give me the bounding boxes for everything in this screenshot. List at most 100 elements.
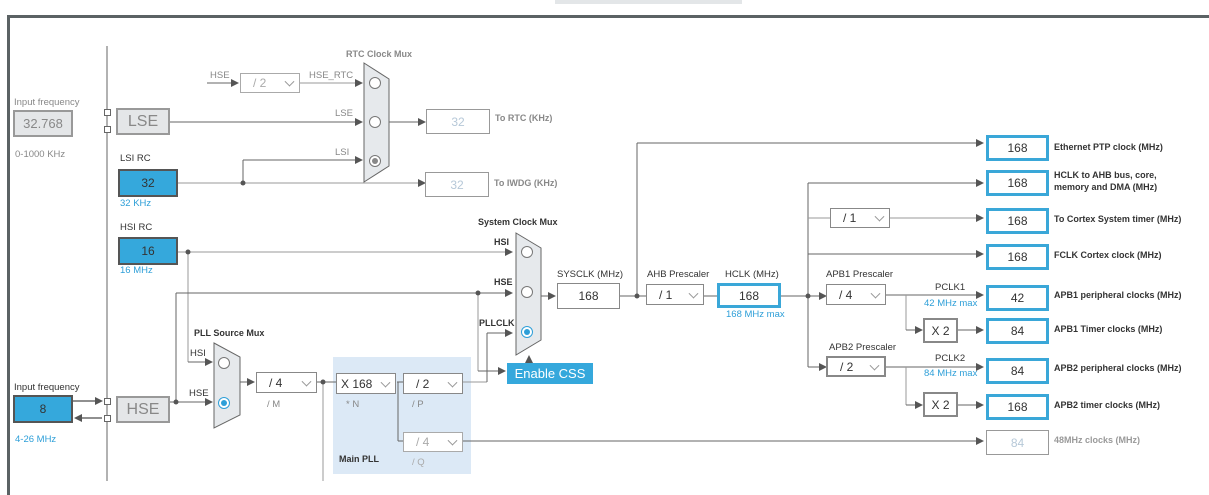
sysclk-label: SYSCLK (MHz): [557, 269, 623, 280]
output-ethernet-ptp[interactable]: 168: [986, 135, 1049, 161]
apb2-prescaler-value: / 2: [840, 359, 854, 374]
pll-n-multiplier[interactable]: X 168: [336, 373, 396, 394]
pll-q-value: / 4: [416, 435, 430, 449]
cortex-divider-value: / 1: [843, 211, 857, 225]
hsi-value: 16: [118, 237, 178, 265]
output-hclk-ahb-label: HCLK to AHB bus, core,: [1054, 170, 1157, 180]
output-48mhz-label: 48MHz clocks (MHz): [1054, 435, 1141, 445]
output-apb1-peripheral[interactable]: 42: [986, 285, 1049, 311]
rtc-output-value: 32: [426, 109, 490, 134]
output-apb2-timer[interactable]: 168: [986, 394, 1049, 420]
apb1-prescaler-select[interactable]: / 4: [826, 284, 886, 305]
chevron-down-icon: [874, 211, 885, 222]
chevron-down-icon: [688, 288, 699, 299]
pll-input-hsi: HSI: [190, 348, 206, 359]
output-apb2-peripheral[interactable]: 84: [986, 358, 1049, 384]
rtc-input-hse-rtc: HSE_RTC: [309, 70, 354, 81]
rtc-input-lsi: LSI: [335, 147, 350, 158]
rtc-radio-lse[interactable]: [369, 116, 381, 128]
chevron-down-icon: [869, 360, 880, 371]
pll-q-divider[interactable]: / 4: [403, 432, 463, 452]
pll-input-hse: HSE: [189, 388, 209, 399]
apb2-prescaler-select[interactable]: / 2: [826, 356, 886, 377]
output-hclk-ahb[interactable]: 168: [986, 170, 1049, 196]
sysclk-value: 168: [557, 283, 620, 309]
output-apb2-timer-label: APB2 timer clocks (MHz): [1054, 400, 1161, 410]
pll-m-label: / M: [267, 399, 281, 410]
lse-port-out: [104, 126, 111, 133]
pll-m-divider[interactable]: / 4: [256, 372, 317, 393]
top-tab-strip: [555, 0, 742, 4]
pll-radio-hsi[interactable]: [218, 357, 230, 369]
chevron-down-icon: [447, 377, 458, 388]
apb2-timer-multiplier: X 2: [923, 392, 958, 417]
sys-radio-pllclk[interactable]: [521, 326, 533, 338]
lsi-unit: 32 KHz: [120, 198, 152, 209]
rtc-hse-divider[interactable]: / 2: [240, 73, 300, 93]
main-pll-title: Main PLL: [339, 454, 379, 464]
hse-port-out: [104, 415, 111, 422]
sys-radio-hse[interactable]: [521, 286, 533, 298]
lse-range: 0-1000 KHz: [15, 149, 66, 160]
sys-input-pllclk: PLLCLK: [479, 318, 515, 328]
rtc-radio-hse-rtc[interactable]: [369, 77, 381, 89]
chevron-down-icon: [447, 435, 458, 446]
output-fclk-label: FCLK Cortex clock (MHz): [1054, 250, 1162, 260]
rtc-input-lse: LSE: [335, 108, 353, 119]
lse-input-label: Input frequency: [14, 97, 80, 108]
apb1-prescaler-value: / 4: [839, 287, 853, 302]
iwdg-output-label: To IWDG (KHz): [494, 178, 558, 188]
hsi-title: HSI RC: [120, 222, 153, 233]
rtc-hse-label: HSE: [210, 70, 230, 81]
pll-p-label: / P: [412, 399, 424, 410]
rtc-hse-divider-value: / 2: [253, 76, 267, 90]
hclk-max: 168 MHz max: [726, 309, 785, 320]
pll-n-label: * N: [346, 399, 360, 410]
cortex-timer-divider[interactable]: / 1: [830, 208, 890, 228]
pll-radio-hse[interactable]: [218, 397, 230, 409]
sys-radio-hsi[interactable]: [521, 246, 533, 258]
output-apb1-peripheral-label: APB1 peripheral clocks (MHz): [1054, 290, 1182, 300]
system-clock-mux-title: System Clock Mux: [478, 217, 558, 227]
chevron-down-icon: [301, 376, 312, 387]
output-48mhz: 84: [986, 430, 1049, 455]
rtc-output-label: To RTC (KHz): [495, 113, 553, 123]
apb1-timer-multiplier: X 2: [923, 318, 958, 343]
output-hclk-ahb-label2: memory and DMA (MHz): [1054, 182, 1158, 192]
pclk1-label: PCLK1: [935, 282, 966, 293]
hse-input-label: Input frequency: [14, 382, 80, 393]
lse-input-frequency[interactable]: 32.768: [13, 110, 73, 137]
pll-n-value: X 168: [341, 376, 373, 391]
sys-input-hsi: HSI: [494, 237, 510, 247]
hse-port-in: [104, 398, 111, 405]
hclk-input[interactable]: 168: [717, 283, 781, 308]
pll-source-mux-title: PLL Source Mux: [194, 328, 265, 338]
output-apb1-timer-label: APB1 Timer clocks (MHz): [1054, 324, 1163, 334]
output-fclk[interactable]: 168: [986, 244, 1049, 270]
pll-q-label: / Q: [412, 457, 425, 468]
ahb-prescaler-label: AHB Prescaler: [647, 269, 710, 280]
ahb-prescaler-value: / 1: [659, 287, 673, 302]
pll-p-value: / 2: [416, 376, 430, 391]
output-apb2-peripheral-label: APB2 peripheral clocks (MHz): [1054, 363, 1182, 373]
chevron-down-icon: [870, 288, 881, 299]
output-apb1-timer[interactable]: 84: [986, 318, 1049, 344]
pll-p-divider[interactable]: / 2: [403, 373, 463, 394]
hse-input-frequency[interactable]: 8: [13, 395, 73, 423]
ahb-prescaler-select[interactable]: / 1: [646, 284, 704, 305]
output-cortex-timer-label: To Cortex System timer (MHz): [1054, 214, 1182, 224]
lse-block: LSE: [116, 108, 170, 135]
hclk-label: HCLK (MHz): [725, 269, 779, 280]
pclk1-max: 42 MHz max: [924, 298, 978, 309]
rtc-radio-lsi[interactable]: [369, 155, 381, 167]
apb1-prescaler-label: APB1 Prescaler: [826, 269, 894, 280]
apb2-prescaler-label: APB2 Prescaler: [829, 342, 897, 353]
hse-block: HSE: [116, 396, 170, 423]
output-cortex-timer[interactable]: 168: [986, 208, 1049, 234]
hsi-unit: 16 MHz: [120, 265, 153, 276]
lse-port-in: [104, 109, 111, 116]
enable-css-button[interactable]: Enable CSS: [507, 363, 593, 384]
iwdg-output-value: 32: [425, 172, 489, 197]
pll-m-value: / 4: [269, 375, 283, 390]
chevron-down-icon: [284, 76, 295, 87]
